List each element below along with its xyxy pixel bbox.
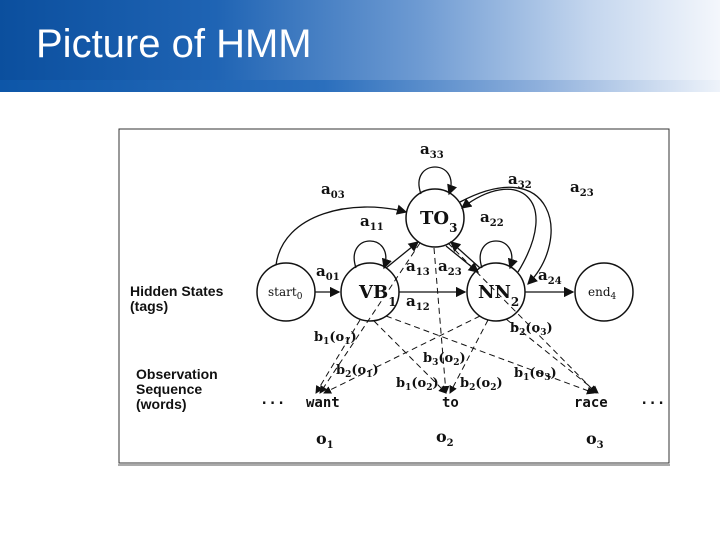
label-b2o1: b2(o1) bbox=[336, 363, 379, 380]
hidden-states-sub: (tags) bbox=[130, 298, 168, 314]
obs-o1: o1 bbox=[316, 429, 334, 451]
obs-o3: o3 bbox=[586, 429, 604, 451]
label-a32: a32 bbox=[508, 170, 532, 191]
title-bar bbox=[0, 0, 720, 92]
label-a23: a23 bbox=[570, 178, 594, 199]
word-to: to bbox=[442, 395, 459, 411]
state-end-label: end4 bbox=[588, 285, 617, 302]
word-want: want bbox=[306, 395, 340, 411]
label-a22: a22 bbox=[480, 208, 504, 229]
obs-o2: o2 bbox=[436, 427, 454, 449]
label-a11: a11 bbox=[360, 212, 384, 233]
word-ellipsis-left: ... bbox=[260, 392, 285, 408]
state-to-label: TO3 bbox=[420, 208, 457, 235]
label-b2o2: b2(o2) bbox=[460, 376, 503, 393]
label-a12: a12 bbox=[406, 292, 430, 313]
slide-title: Picture of HMM bbox=[36, 22, 312, 66]
label-b1o2: b1(o2) bbox=[396, 376, 439, 393]
label-b2o3: b2(o3) bbox=[510, 321, 553, 338]
edge-to-end-arc bbox=[459, 186, 552, 285]
label-a23b: a23 bbox=[438, 257, 462, 278]
edge-start-to bbox=[275, 204, 408, 266]
word-race: race bbox=[574, 395, 608, 411]
edge-nn-to-arc bbox=[460, 188, 537, 273]
observation-label-1: Observation bbox=[136, 366, 218, 382]
loop-vb bbox=[353, 240, 392, 270]
observation-label-3: (words) bbox=[136, 396, 187, 412]
loop-to bbox=[418, 166, 457, 196]
loop-nn bbox=[479, 240, 518, 270]
label-b1o3: b1(o3) bbox=[514, 366, 557, 383]
state-end bbox=[574, 262, 634, 322]
emission-lines bbox=[315, 242, 599, 395]
state-to bbox=[405, 188, 465, 248]
label-b3o2: b3(o2) bbox=[423, 351, 466, 368]
hmm-diagram: start0 VB1 TO3 NN2 end4 a33 a03 a32 a23 … bbox=[118, 128, 670, 466]
state-vb-label: VB1 bbox=[358, 282, 397, 309]
label-a01: a01 bbox=[316, 262, 340, 283]
label-a03: a03 bbox=[321, 180, 345, 201]
word-ellipsis-right: ... bbox=[640, 392, 665, 408]
hidden-states-label: Hidden States bbox=[130, 283, 224, 299]
label-a13: a13 bbox=[406, 257, 430, 278]
observation-label-2: Sequence bbox=[136, 381, 202, 397]
label-b1o1: b1(o1) bbox=[314, 330, 357, 347]
state-start-label: start0 bbox=[268, 285, 303, 302]
label-a33: a33 bbox=[420, 140, 444, 161]
state-nn-label: NN2 bbox=[478, 282, 519, 309]
title-stripe bbox=[0, 80, 720, 92]
label-a24: a24 bbox=[538, 266, 562, 287]
